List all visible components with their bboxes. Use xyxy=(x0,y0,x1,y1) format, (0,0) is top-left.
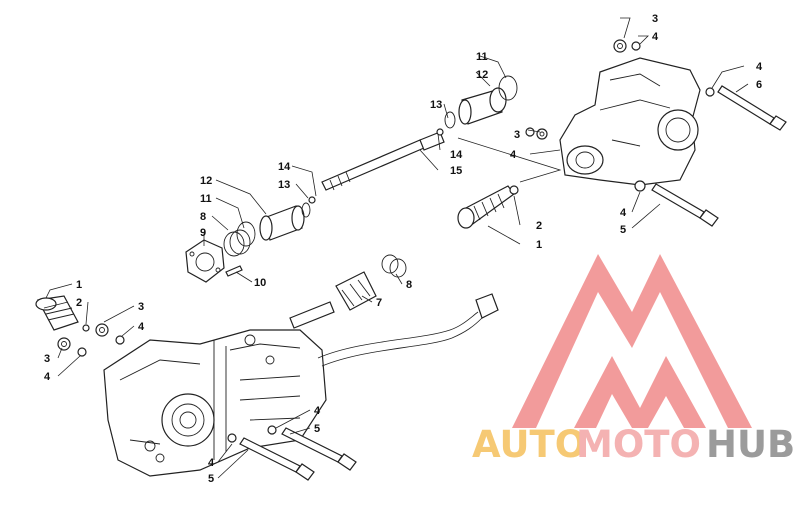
drive-shaft-assembly xyxy=(185,75,518,283)
callout-label: 10 xyxy=(254,277,266,289)
transmission-housing xyxy=(35,254,499,481)
callout-label: 4 xyxy=(510,149,517,161)
callout-label: 15 xyxy=(450,165,462,177)
callout-leaders xyxy=(45,17,749,479)
callout-label: 3 xyxy=(652,13,658,25)
callout-labels: 3 4 4 6 3 4 2 1 4 5 11 12 13 14 15 14 13… xyxy=(44,13,763,485)
callout-label: 4 xyxy=(208,457,215,469)
logo-mark xyxy=(512,254,752,428)
callout-label: 14 xyxy=(278,161,291,173)
rear-gear-housing xyxy=(457,39,787,229)
callout-label: 11 xyxy=(476,51,488,63)
callout-label: 4 xyxy=(652,31,659,43)
callout-label: 1 xyxy=(76,279,82,291)
callout-label: 6 xyxy=(756,79,762,91)
callout-label: 2 xyxy=(76,297,82,309)
callout-label: 4 xyxy=(44,371,51,383)
callout-label: 7 xyxy=(376,297,382,309)
callout-label: 5 xyxy=(208,473,214,485)
callout-label: 3 xyxy=(44,353,50,365)
callout-label: 4 xyxy=(138,321,145,333)
callout-label: 8 xyxy=(200,211,206,223)
callout-label: 8 xyxy=(406,279,412,291)
callout-label: 2 xyxy=(536,220,542,232)
callout-label: 3 xyxy=(138,301,144,313)
callout-label: 9 xyxy=(200,227,206,239)
callout-label: 4 xyxy=(756,61,763,73)
callout-label: 1 xyxy=(536,239,542,251)
watermark-hub: HUB xyxy=(706,423,795,466)
callout-label: 5 xyxy=(620,224,626,236)
watermark-auto: AUTO xyxy=(472,423,586,466)
callout-label: 14 xyxy=(450,149,463,161)
callout-label: 11 xyxy=(200,193,212,205)
callout-label: 13 xyxy=(278,179,290,191)
callout-label: 13 xyxy=(430,99,442,111)
watermark-logo: AUTO MOTO HUB xyxy=(472,254,795,466)
callout-label: 5 xyxy=(314,423,320,435)
callout-label: 3 xyxy=(514,129,520,141)
watermark-moto: MOTO xyxy=(576,423,701,466)
callout-label: 4 xyxy=(620,207,627,219)
callout-label: 12 xyxy=(476,69,488,81)
callout-label: 12 xyxy=(200,175,212,187)
callout-label: 4 xyxy=(314,405,321,417)
